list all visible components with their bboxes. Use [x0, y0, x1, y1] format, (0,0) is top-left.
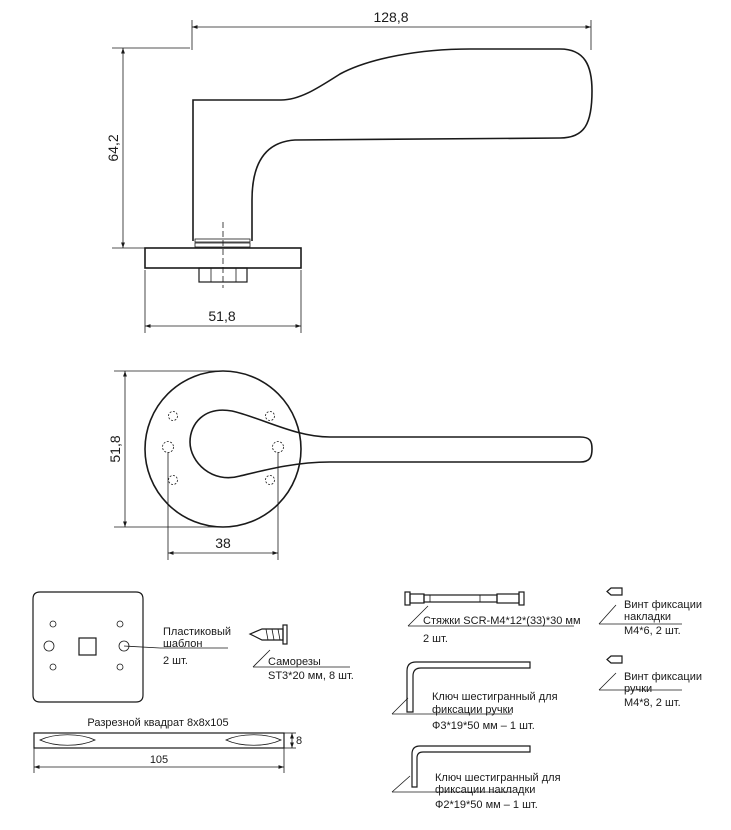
tie-bolts-label: Стяжки SCR-M4*12*(33)*30 мм [423, 615, 581, 627]
square-bar-length: 105 [150, 754, 168, 766]
handle-neck [194, 238, 251, 243]
plastic-template: Пластиковый шаблон 2 шт. [32, 591, 231, 703]
handle-side-outline [192, 48, 593, 241]
square-bar-label: Разрезной квадрат 8x8x105 [87, 717, 228, 729]
tie-bolts: Стяжки SCR-M4*12*(33)*30 мм 2 шт. [404, 591, 581, 645]
handle-front-view: 51,8 38 [107, 370, 593, 560]
handle-side-view: 128,8 64,2 51,8 [105, 9, 593, 333]
square-bar: Разрезной квадрат 8x8x105 8 105 [33, 717, 302, 773]
tie-bolts-qty: 2 шт. [423, 633, 448, 645]
hex-key-handle-label-1: Ключ шестигранный для [432, 691, 558, 703]
template-label-2: шаблон [163, 638, 202, 650]
dim-hole-spacing: 38 [215, 535, 231, 551]
set-screw-rosette: Винт фиксации накладки M4*6, 2 шт. [598, 587, 702, 637]
hex-key-rosette: Ключ шестигранный для фиксации накладки … [391, 745, 561, 811]
set-screw-rosette-spec: M4*6, 2 шт. [624, 625, 681, 637]
dim-rosette-height: 51,8 [107, 435, 123, 462]
hex-key-rosette-label-2: фиксации накладки [435, 784, 535, 796]
template-label-1: Пластиковый [163, 626, 231, 638]
screws-item: Саморезы ST3*20 мм, 8 шт. [248, 624, 354, 682]
set-screw-rosette-label-1: Винт фиксации [624, 599, 702, 611]
dim-rosette-width: 51,8 [208, 308, 235, 324]
dim-height: 64,2 [105, 134, 121, 161]
set-screw-handle: Винт фиксации ручки M4*8, 2 шт. [598, 655, 702, 709]
rosette-circle [144, 370, 302, 528]
square-bar-thickness: 8 [296, 735, 302, 747]
handle-front-outline [189, 409, 593, 479]
handle-neck-band [194, 242, 251, 248]
screws-spec: ST3*20 мм, 8 шт. [268, 670, 354, 682]
set-screw-handle-spec: M4*8, 2 шт. [624, 697, 681, 709]
template-qty: 2 шт. [163, 655, 188, 667]
set-screw-rosette-label-2: накладки [624, 611, 671, 623]
hex-key-handle: Ключ шестигранный для фиксации ручки Ф3*… [391, 661, 558, 732]
hex-key-rosette-spec: Ф2*19*50 мм – 1 шт. [435, 799, 538, 811]
hex-key-handle-spec: Ф3*19*50 мм – 1 шт. [432, 720, 535, 732]
screws-label: Саморезы [268, 656, 321, 668]
set-screw-handle-label-1: Винт фиксации [624, 671, 702, 683]
dim-total-length: 128,8 [373, 9, 408, 25]
hex-key-handle-label-2: фиксации ручки [432, 704, 514, 716]
set-screw-handle-label-2: ручки [624, 683, 652, 695]
hex-key-rosette-label-1: Ключ шестигранный для [435, 772, 561, 784]
